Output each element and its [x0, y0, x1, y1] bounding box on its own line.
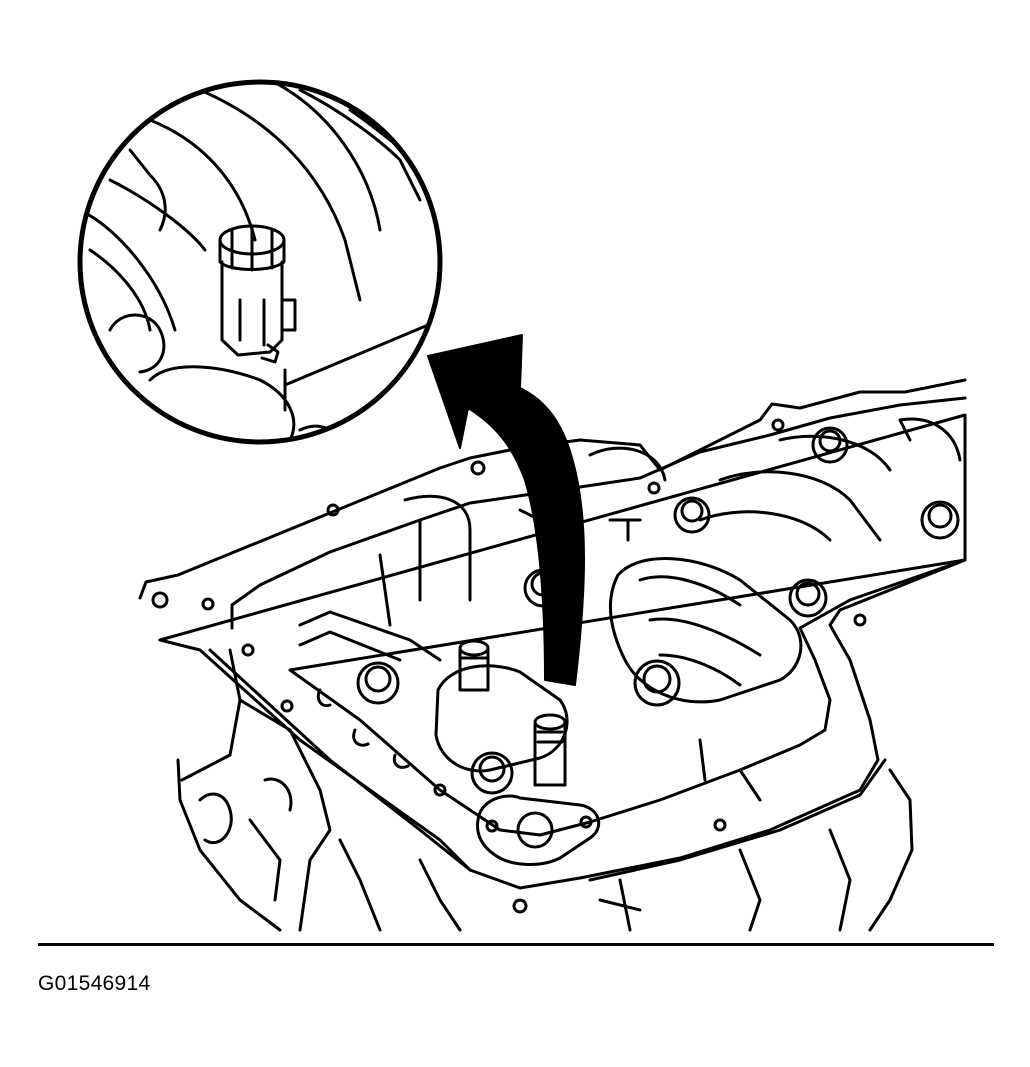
- detail-counterweight: [110, 315, 294, 440]
- oil-pan-lower-rail: [210, 650, 885, 880]
- strainer-bolt-hole-right: [581, 817, 591, 827]
- engine-block-assembly: [140, 380, 965, 930]
- block-rib-left: [200, 779, 291, 900]
- stud-bolt-center: [535, 715, 565, 785]
- crankshaft-counterweight-left: [300, 448, 665, 660]
- detail-circle-outline: [80, 82, 440, 442]
- figure-id-label: G01546914: [38, 972, 151, 995]
- stud-bolt-rear: [460, 641, 488, 690]
- engine-oil-pan-illustration: [0, 0, 1030, 940]
- oil-strainer-flange: [478, 796, 599, 864]
- crankshaft-counterweight-right: [611, 559, 801, 702]
- casting-marks: [318, 420, 910, 910]
- flange-bolt-holes: [153, 420, 865, 912]
- caption-divider: [38, 943, 994, 946]
- crankshaft-journals-upper: [700, 419, 960, 540]
- detail-magnifier: [80, 80, 440, 450]
- removal-direction-arrow: [428, 335, 584, 685]
- strainer-bolt-hole-left: [487, 821, 497, 831]
- crankshaft-counterweight-right-inner: [640, 577, 760, 685]
- detail-stud-bolt: [220, 226, 295, 362]
- detail-block-ledge: [285, 320, 440, 450]
- detail-crank-arc-2: [80, 150, 205, 330]
- detail-crank-arc-1: [150, 80, 430, 300]
- oil-strainer-port: [518, 813, 552, 847]
